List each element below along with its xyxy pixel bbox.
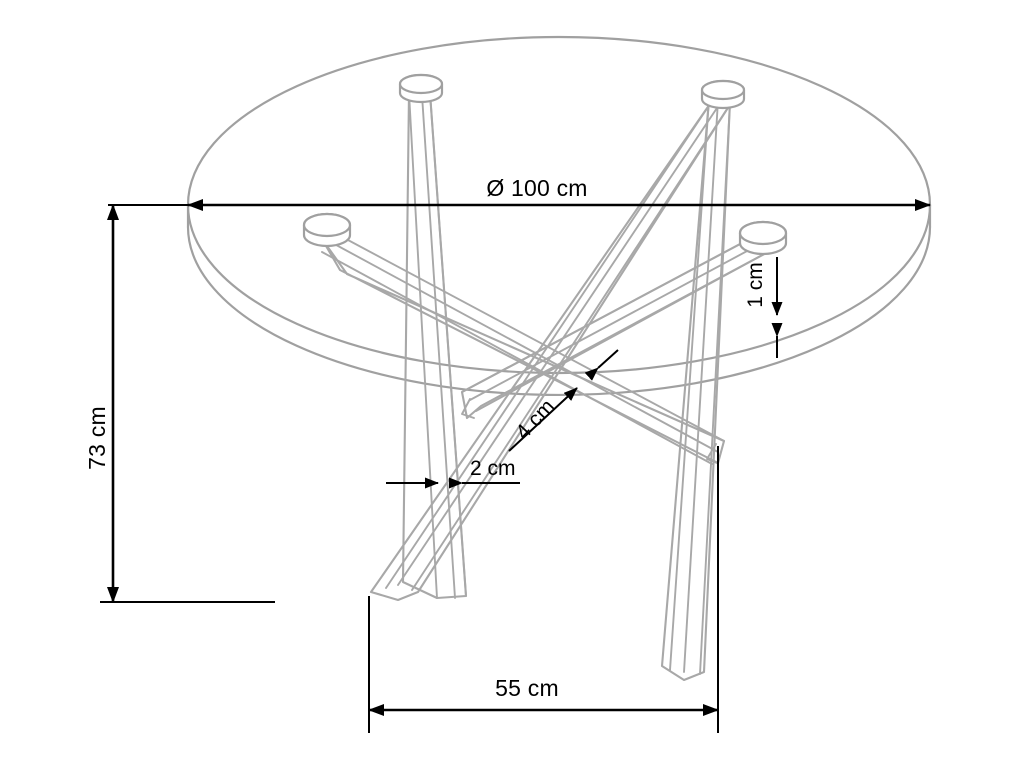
- dimension-diameter: Ø 100 cm: [187, 175, 931, 211]
- leg-cap-top-right-top: [700, 79, 746, 101]
- leg-left-horizontal: [320, 231, 726, 465]
- dimension-top-thickness: 1 cm: [744, 257, 783, 358]
- leg-depth-arrow-lower: [508, 387, 578, 452]
- base-width-label: 55 cm: [495, 675, 559, 701]
- leg-cap-right: [738, 220, 788, 256]
- dimension-base-width: 55 cm: [368, 446, 719, 733]
- leg-cap-top-left: [398, 73, 444, 104]
- dimension-leg-thickness: 2 cm: [386, 457, 520, 489]
- height-label: 73 cm: [84, 406, 110, 470]
- dimension-height: 73 cm: [84, 204, 275, 603]
- leg-left-horizontal-outline: [320, 237, 726, 465]
- leg-cap-left-top: [302, 212, 352, 238]
- leg-cap-top-right: [700, 79, 746, 110]
- leg-left-horizontal-tip: [706, 443, 718, 464]
- leg-cap-right-top: [738, 220, 788, 246]
- table-top-lower-surface: [186, 225, 932, 397]
- leg-left-horizontal-body: [321, 231, 725, 465]
- leg-depth-arrow-upper: [584, 349, 619, 381]
- leg-cap-top-left-top: [398, 73, 444, 95]
- leg-thickness-label: 2 cm: [470, 457, 516, 480]
- leg-cap-left: [302, 212, 352, 248]
- leg-right-horizontal-tip: [461, 398, 475, 419]
- diameter-label: Ø 100 cm: [486, 175, 587, 201]
- top-thickness-label: 1 cm: [744, 262, 767, 308]
- leg-mount-caps: [302, 73, 788, 256]
